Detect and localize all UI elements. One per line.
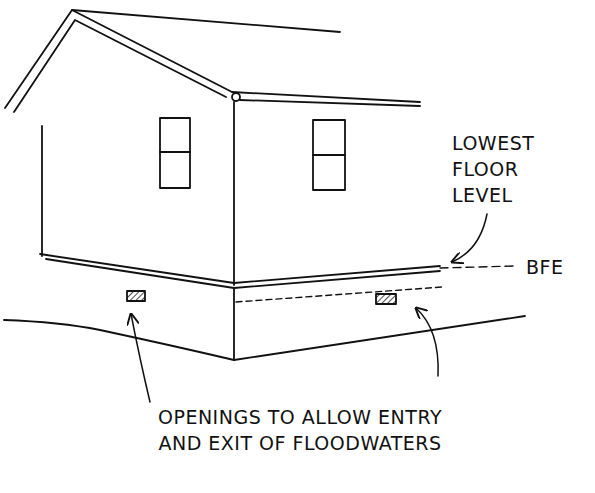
floor-line-right [234,266,440,283]
floor-level-label: LOWEST FLOOR LEVEL [452,130,547,208]
bfe-line [440,266,515,268]
leader-arrow [131,314,150,402]
floor-line-left-2 [46,259,234,288]
window [160,118,190,188]
flood-opening [127,291,145,301]
window [313,120,345,190]
floor-line-right-2 [234,271,440,288]
leader-arrow [452,214,487,262]
wall-left-edge [41,126,43,256]
bfe-line-lower [236,287,442,302]
roof-gable-inner [14,20,226,112]
leader-arrow [416,308,438,376]
openings-label: OPENINGS TO ALLOW ENTRY AND EXIT OF FLOO… [150,404,450,456]
roof-ridge [72,10,340,32]
floor-line-left [40,254,234,283]
roof-eave-inner [240,100,420,106]
flood-opening [376,294,396,304]
ground-right [234,316,525,360]
roof-gable [5,10,232,108]
bfe-label: BFE [526,254,586,280]
foundation-corner [233,288,235,360]
ground-left [4,320,234,360]
gutter-corner [232,93,240,101]
window-bar [313,154,345,156]
window-bar [160,151,190,153]
wall-corner [233,102,235,285]
